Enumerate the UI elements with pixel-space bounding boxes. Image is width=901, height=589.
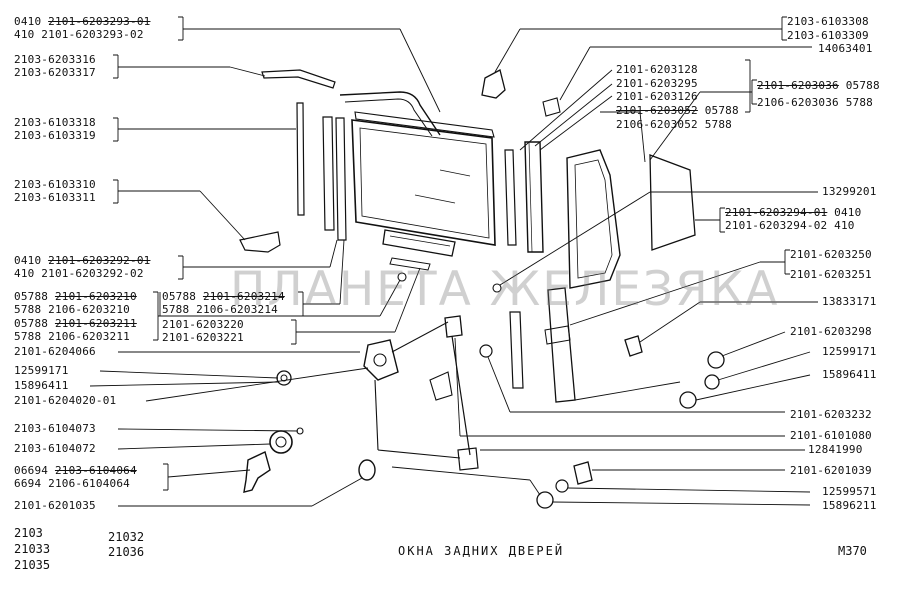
label-right-4: 2106-6203036 5788 xyxy=(757,96,873,109)
label-mid-1: 5788 2106-6203214 xyxy=(162,303,278,316)
label-left-0: 0410 2101-6203293-01 xyxy=(14,15,151,28)
window-crank-handle xyxy=(243,451,271,493)
label-left-16: 15896411 xyxy=(14,379,69,392)
label-left-20: 06694 2103-6104064 xyxy=(14,464,137,477)
label-right-12: 12599171 xyxy=(822,345,877,358)
label-left-18: 2103-6104073 xyxy=(14,422,96,435)
nut-15896411 xyxy=(280,374,288,382)
rear-guide-channels xyxy=(296,102,347,241)
label-right-10: 13833171 xyxy=(822,295,877,308)
leader-lines xyxy=(89,16,818,507)
nut-15896211 xyxy=(536,491,554,509)
label-mid-7: 2101-6203052 05788 xyxy=(616,104,739,117)
channel-bracket xyxy=(239,231,281,253)
label-left-6: 2103-6103310 xyxy=(14,178,96,191)
screw-small xyxy=(397,272,407,282)
label-left-22: 2101-6201035 xyxy=(14,499,96,512)
upper-bracket xyxy=(481,69,506,99)
model-21035: 21035 xyxy=(14,558,51,572)
label-mid-0: 05788 2101-6203214 xyxy=(162,290,285,303)
label-right-2: 14063401 xyxy=(818,42,873,55)
label-right-16: 12841990 xyxy=(808,443,863,456)
label-left-17: 2101-6204020-01 xyxy=(14,394,117,407)
glass-run-channel xyxy=(339,91,495,138)
label-mid-2: 2101-6203220 xyxy=(162,318,244,331)
label-right-13: 15896411 xyxy=(822,368,877,381)
label-right-11: 2101-6203298 xyxy=(790,325,872,338)
window-regulator xyxy=(363,315,479,471)
label-left-9: 410 2101-6203292-02 xyxy=(14,267,144,280)
model-21036: 21036 xyxy=(108,545,145,559)
label-right-1: 2103-6103309 xyxy=(787,29,869,42)
label-mid-5: 2101-6203295 xyxy=(616,77,698,90)
label-left-4: 2103-6103318 xyxy=(14,116,96,129)
label-right-7: 2101-6203294-02 410 xyxy=(725,219,855,232)
nut-right-3 xyxy=(679,391,697,409)
label-right-9: 2101-6203251 xyxy=(790,268,872,281)
label-left-12: 05788 2101-6203211 xyxy=(14,317,137,330)
label-mid-8: 2106-6203052 5788 xyxy=(616,118,732,131)
vent-window-frame xyxy=(566,149,621,289)
label-left-13: 5788 2106-6203211 xyxy=(14,330,130,343)
nut-right-1 xyxy=(707,351,725,369)
label-left-15: 12599171 xyxy=(14,364,69,377)
vent-window-glass xyxy=(649,154,696,251)
vertical-guide-rails xyxy=(504,141,544,389)
label-left-2: 2103-6203316 xyxy=(14,53,96,66)
drawing-code: М370 xyxy=(838,544,867,558)
label-mid-4: 2101-6203128 xyxy=(616,63,698,76)
washer-12599571 xyxy=(555,479,569,493)
label-right-14: 2101-6203232 xyxy=(790,408,872,421)
upper-seal-strip xyxy=(261,69,336,89)
small-clip xyxy=(542,97,561,117)
label-mid-6: 2101-6203126 xyxy=(616,90,698,103)
regulator-gear xyxy=(269,430,293,454)
label-right-18: 12599571 xyxy=(822,485,877,498)
grommet xyxy=(479,344,493,358)
watermark-text: ПЛАНЕТА ЖЕЛЕЗЯКА xyxy=(230,262,780,317)
label-mid-3: 2101-6203221 xyxy=(162,331,244,344)
label-right-15: 2101-6101080 xyxy=(790,429,872,442)
label-right-6: 2101-6203294-01 0410 xyxy=(725,206,862,219)
model-21032: 21032 xyxy=(108,530,145,544)
label-left-19: 2103-6104072 xyxy=(14,442,96,455)
bolt-13833171 xyxy=(624,335,643,357)
crank-knob xyxy=(358,459,376,481)
label-left-21: 6694 2106-6104064 xyxy=(14,477,130,490)
label-left-8: 0410 2101-6203292-01 xyxy=(14,254,151,267)
label-right-3: 2101-6203036 05788 xyxy=(757,79,880,92)
label-right-5: 13299201 xyxy=(822,185,877,198)
label-left-10: 05788 2101-6203210 xyxy=(14,290,137,303)
label-right-8: 2101-6203250 xyxy=(790,248,872,261)
nut-12599171 xyxy=(276,370,292,386)
screw-13299201 xyxy=(492,283,502,293)
label-left-3: 2103-6203317 xyxy=(14,66,96,79)
label-right-19: 15896211 xyxy=(822,499,877,512)
label-left-1: 410 2101-6203293-02 xyxy=(14,28,144,41)
label-right-0: 2103-6103308 xyxy=(787,15,869,28)
bolt-2101-6201039 xyxy=(573,461,593,485)
model-21033: 21033 xyxy=(14,542,51,556)
label-left-7: 2103-6103311 xyxy=(14,191,96,204)
glass-lower-channel xyxy=(382,229,456,271)
label-left-14: 2101-6204066 xyxy=(14,345,96,358)
label-left-5: 2103-6103319 xyxy=(14,129,96,142)
figure-caption: ОКНА ЗАДНИХ ДВЕРЕЙ xyxy=(398,544,565,558)
main-window-glass xyxy=(351,119,496,246)
label-left-11: 5788 2106-6203210 xyxy=(14,303,130,316)
model-2103: 2103 xyxy=(14,526,43,540)
label-right-17: 2101-6201039 xyxy=(790,464,872,477)
nut-right-2 xyxy=(704,374,720,390)
